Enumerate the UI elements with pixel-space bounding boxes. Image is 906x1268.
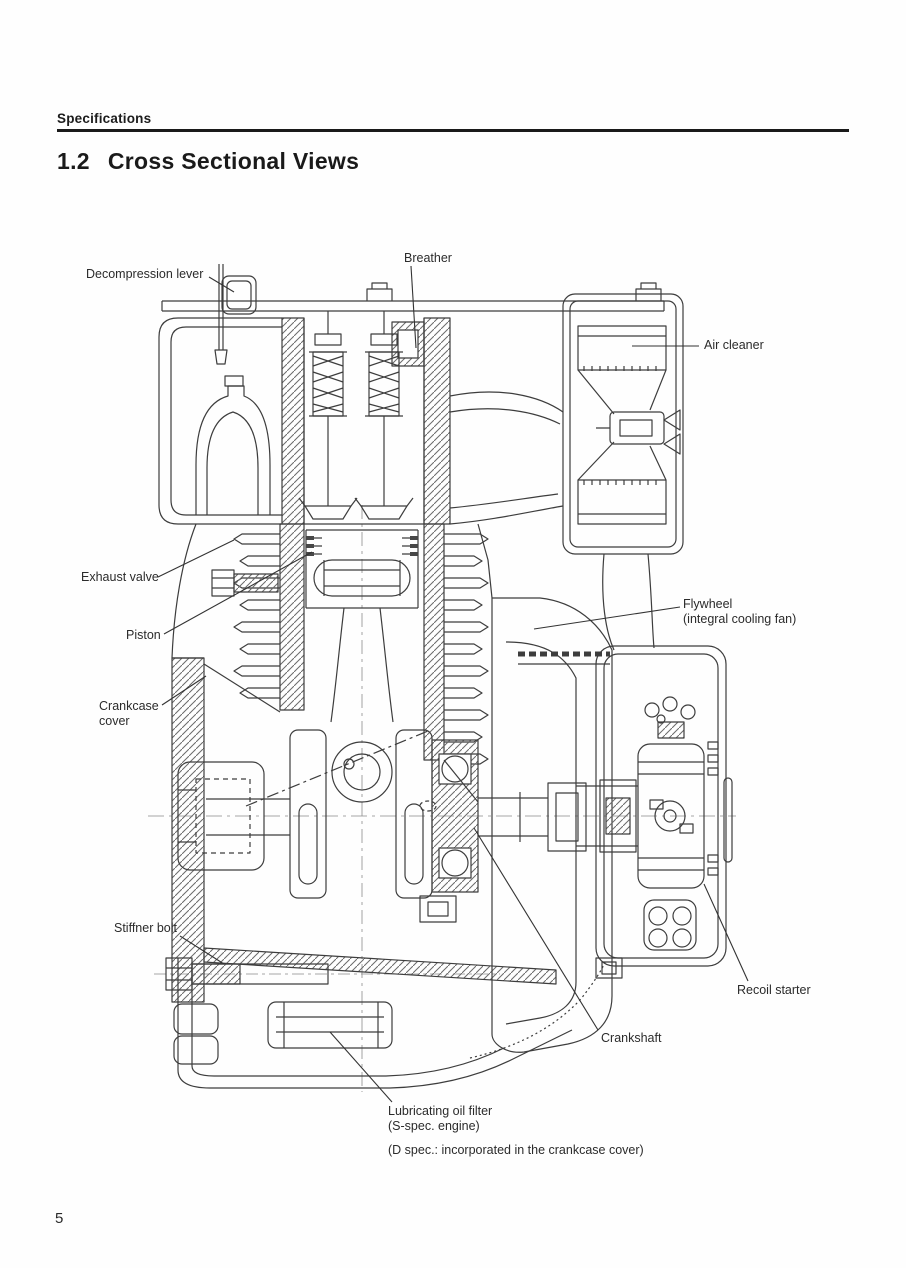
- label-piston: Piston: [126, 628, 161, 642]
- section-header: Specifications: [57, 111, 152, 126]
- label-d-spec-note: (D spec.: incorporated in the crankcase …: [388, 1143, 644, 1157]
- leader-lines: [157, 265, 749, 1103]
- leader-flywheel: [533, 606, 681, 630]
- recoil-starter-part: [595, 645, 733, 967]
- leader-crankcase-cover: [161, 675, 207, 706]
- page-title-number: 1.2: [57, 148, 90, 174]
- connecting-rod: [245, 607, 429, 807]
- label-stiffner-bolt: Stiffner bolt: [114, 921, 178, 935]
- label-air-cleaner: Air cleaner: [704, 338, 764, 352]
- crankshaft-part: [206, 729, 587, 923]
- label-flywheel: Flywheel (integral cooling fan): [683, 597, 797, 626]
- leader-oil-filter: [329, 1031, 393, 1103]
- intake-duct: [449, 391, 655, 651]
- crankcase-part: [171, 523, 493, 1003]
- leader-breather: [410, 265, 417, 349]
- flywheel-part: [491, 597, 638, 1053]
- piston-part: [305, 529, 419, 609]
- header-rule: [57, 129, 849, 132]
- leader-exhaust-valve: [157, 539, 235, 578]
- left-cover: [158, 317, 282, 659]
- page-number: 5: [55, 1210, 64, 1227]
- leader-piston: [163, 551, 313, 635]
- label-decompression-lever: Decompression lever: [86, 267, 204, 281]
- leader-recoil-starter: [703, 883, 749, 982]
- label-crankshaft: Crankshaft: [601, 1031, 662, 1045]
- leader-crankshaft: [473, 827, 599, 1031]
- valve-assemblies: [298, 311, 414, 520]
- page-title-text: Cross Sectional Views: [107, 148, 360, 174]
- label-breather: Breather: [404, 251, 452, 265]
- oil-filter-element: [267, 1001, 393, 1049]
- leader-stiffner-bolt: [179, 935, 225, 965]
- stiffner-bolt-part: [165, 957, 329, 991]
- oil-sump: [173, 947, 623, 1089]
- cylinder-fins: [211, 523, 489, 765]
- air-cleaner-part: [562, 293, 684, 555]
- cylinder-head: [161, 282, 665, 525]
- leader-decompression-lever: [208, 276, 235, 293]
- label-oil-filter: Lubricating oil filter (S-spec. engine): [388, 1104, 493, 1133]
- label-exhaust-valve: Exhaust valve: [81, 570, 159, 584]
- label-recoil-starter: Recoil starter: [737, 983, 811, 997]
- decompression-lever-part: [214, 264, 257, 365]
- label-crankcase-cover: Crankcase cover: [99, 699, 159, 728]
- page-title: 1.2 Cross Sectional Views: [57, 148, 359, 175]
